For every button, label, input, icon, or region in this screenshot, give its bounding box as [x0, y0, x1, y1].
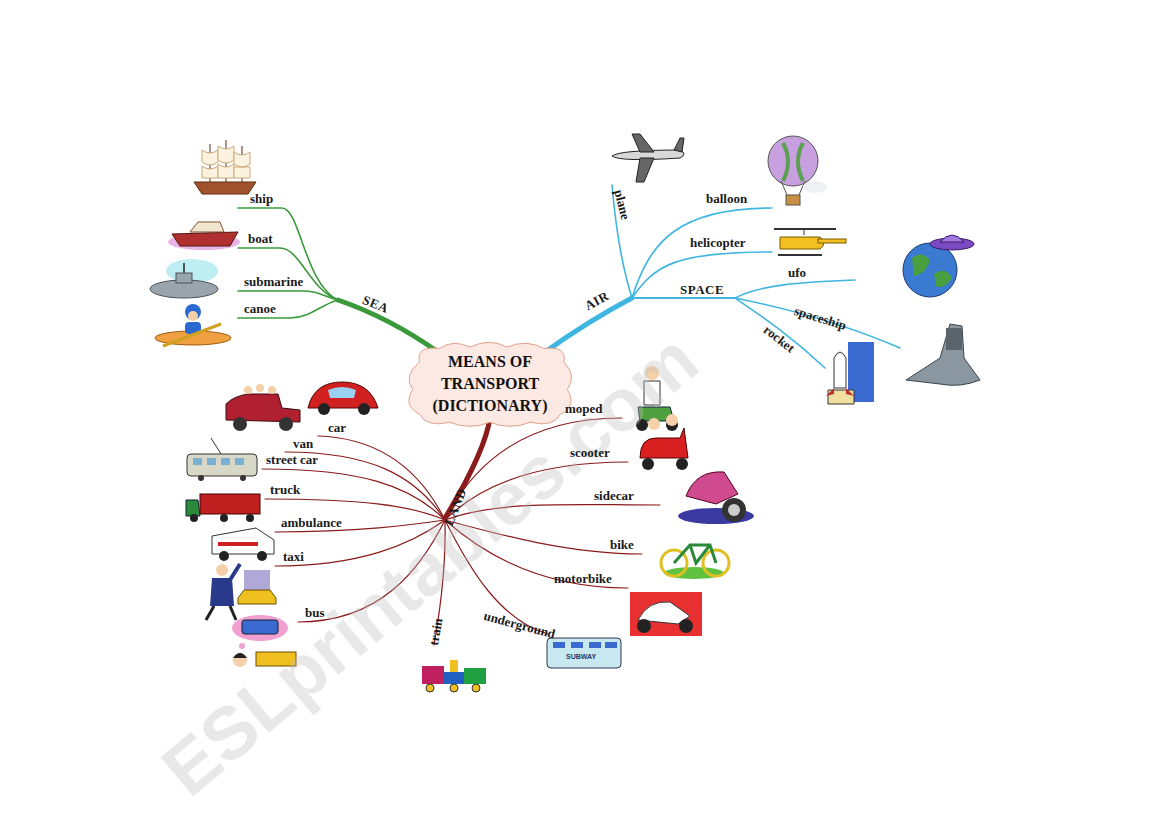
cloud-shape: [409, 342, 572, 426]
leaf-label: sidecar: [594, 488, 634, 503]
ship-picture: [194, 140, 256, 194]
boat-picture: [168, 222, 240, 250]
leaf-label: train: [426, 617, 446, 647]
plane-picture: [612, 134, 684, 182]
train-picture: [422, 660, 486, 692]
earth-ufo-picture: [903, 235, 974, 297]
central-title: MEANS OF TRANSPORT (DICTIONARY): [420, 351, 560, 417]
leaf-label: ambulance: [281, 515, 342, 530]
branch-label: SPACE: [680, 282, 724, 297]
motorbike-picture: [630, 592, 702, 636]
leaf-label: balloon: [706, 191, 747, 206]
submarine-picture: [150, 259, 218, 298]
leaf-label: car: [328, 420, 346, 435]
subway-picture: [547, 638, 621, 668]
leaf-label: underground: [482, 608, 557, 642]
leaf-label: van: [293, 436, 313, 451]
leaf-label: submarine: [244, 274, 303, 289]
leaf-label: boat: [248, 231, 273, 246]
leaf-label: helicopter: [690, 235, 746, 250]
street-car-picture: [187, 438, 257, 481]
taxi-picture: [206, 564, 276, 620]
leaf-label: scooter: [570, 445, 610, 460]
balloon-picture: [768, 136, 827, 205]
leaf-label: spaceship: [793, 303, 849, 333]
car-picture: [226, 384, 300, 431]
leaf-label: rocket: [761, 322, 798, 355]
helicopter-picture: [774, 229, 846, 255]
leaf-label: moped: [565, 401, 603, 416]
sea-branch: [238, 208, 438, 352]
truck-picture: [186, 494, 260, 522]
rocket-picture: [826, 342, 874, 404]
air-branch: [545, 185, 900, 368]
central-cloud: MEANS OF TRANSPORT (DICTIONARY): [406, 343, 574, 425]
sidecar-picture: [678, 472, 754, 524]
leaf-label: ship: [250, 191, 273, 206]
leaf-label: taxi: [283, 549, 304, 564]
leaf-label: ufo: [788, 265, 806, 280]
ambulance-picture: [212, 528, 274, 561]
canoe-picture: [155, 304, 231, 346]
leaf-label: street car: [266, 452, 318, 467]
sign-text: SUBWAY: [566, 653, 596, 661]
leaf-label: canoe: [244, 301, 276, 316]
bike-picture: [661, 545, 729, 579]
leaf-label: bus: [305, 605, 325, 620]
leaf-label: truck: [270, 482, 300, 497]
leaf-label: bike: [610, 537, 634, 552]
leaf-label: motorbike: [554, 571, 612, 586]
spaceship-picture: [906, 324, 980, 385]
beetle-car-picture: [308, 382, 378, 415]
